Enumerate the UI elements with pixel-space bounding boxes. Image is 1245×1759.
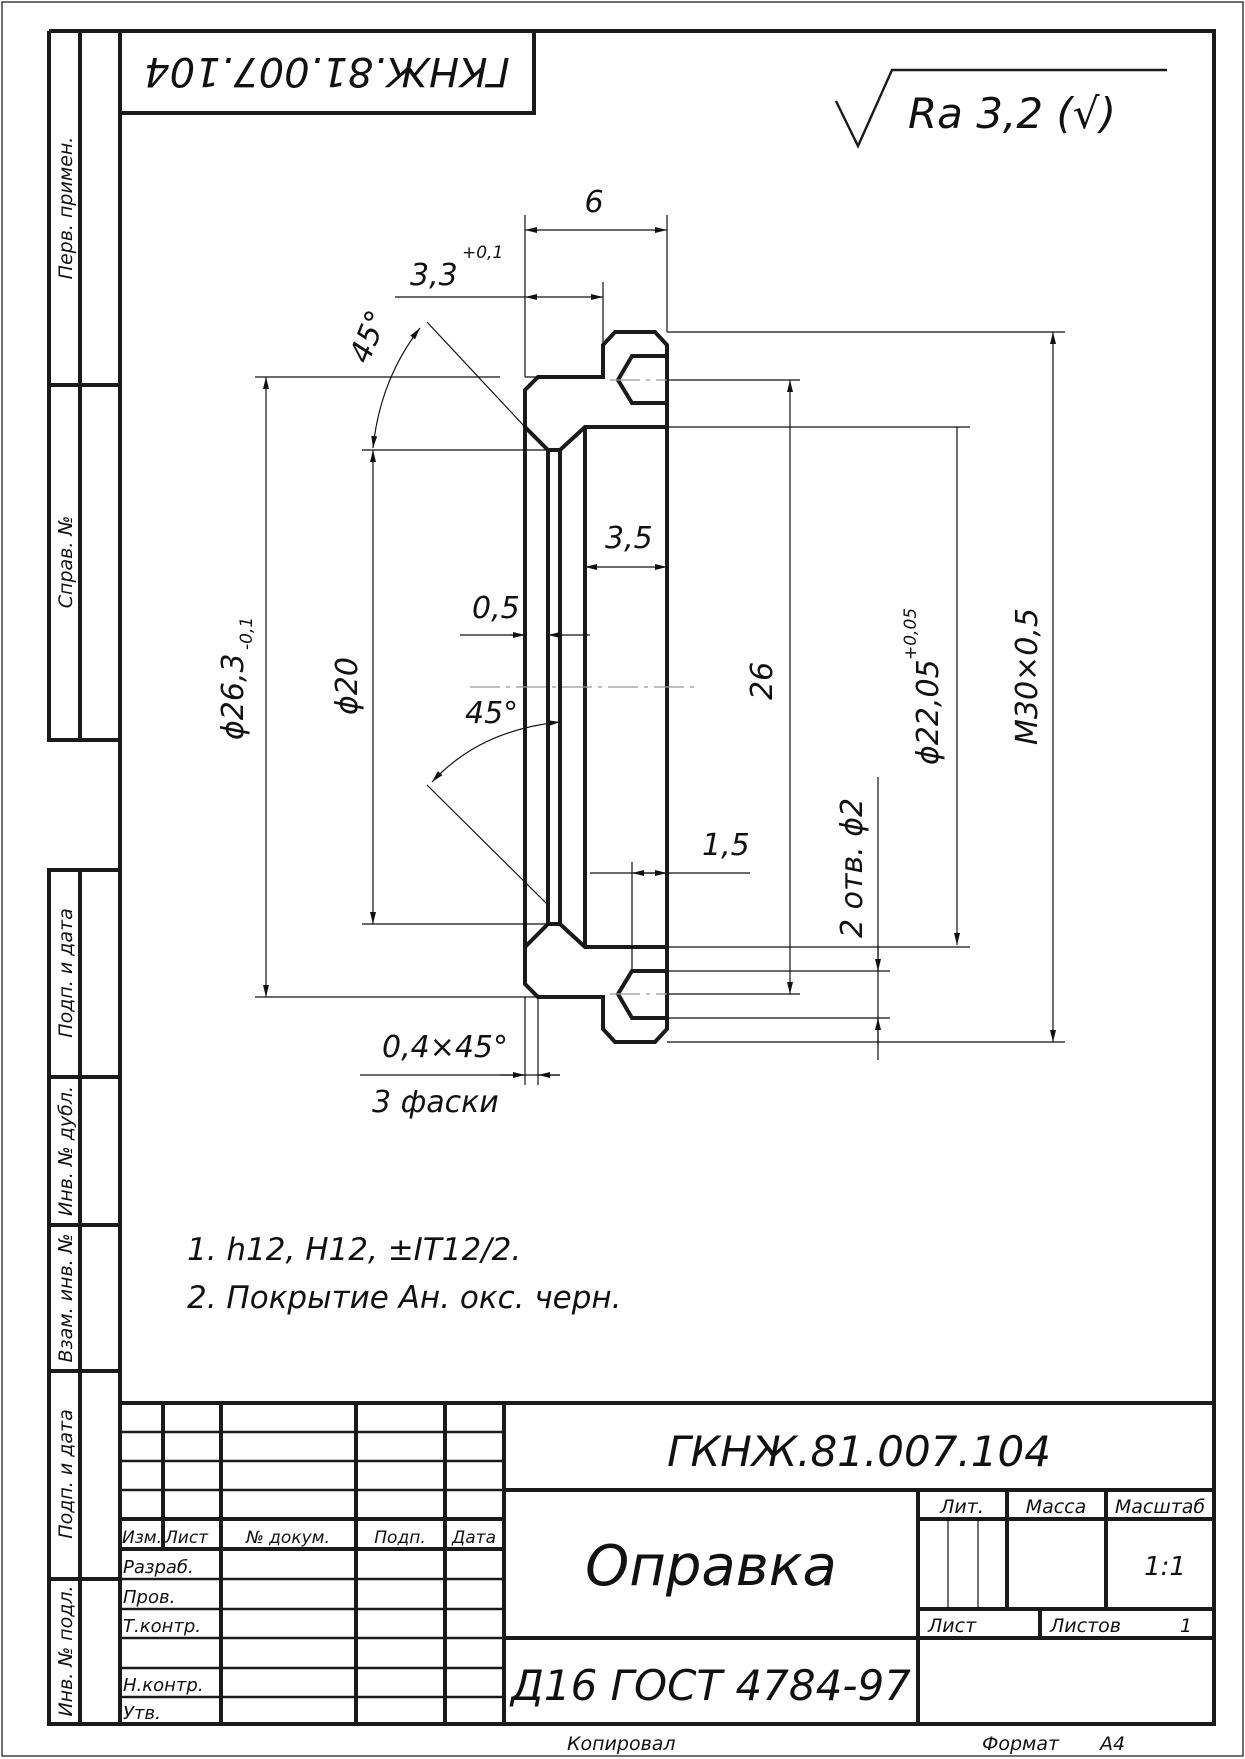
dim-dia-bore: ϕ20 [330, 657, 365, 715]
roughness-symbol: Ra 3,2 (√) [834, 68, 1167, 149]
label-mass: Масса [1026, 1496, 1087, 1518]
role-tech-control: Т.контр. [123, 1616, 201, 1637]
note-2: 2. Покрытие Ан. окс. черн. [187, 1280, 622, 1316]
role-norm-control: Н.контр. [123, 1675, 204, 1696]
dim-hole-offset: 1,5 [702, 828, 750, 863]
mirrored-designation-box [118, 29, 536, 115]
dim-dia-recess: ϕ22,05 [911, 659, 946, 765]
side-label-perv-primen: Перв. примен. [55, 137, 77, 280]
label-lit: Лит. [939, 1496, 984, 1518]
dim-dia-outer-tol: -0,1 [237, 617, 257, 650]
dim-hole-spacing: 26 [745, 662, 780, 700]
dim-flange-width-tol: +0,1 [462, 243, 503, 263]
label-copied: Копировал [567, 1733, 676, 1755]
title-part-name: Оправка [585, 1534, 837, 1599]
role-checker: Пров. [123, 1587, 175, 1608]
label-sheets: Листов [1049, 1615, 1121, 1637]
side-label-vzam-inv: Взам. инв. № [55, 1233, 77, 1362]
scale-value: 1:1 [1144, 1552, 1186, 1582]
dim-dia-outer: ϕ26,3 [216, 653, 251, 740]
title-material: Д16 ГОСТ 4784-97 [509, 1661, 911, 1710]
col-header-list: Лист [164, 1528, 209, 1548]
side-label-podp-data: Подп. и дата [55, 908, 77, 1037]
label-sheet: Лист [927, 1615, 977, 1637]
dim-chamfer-angle-top: 45° [343, 306, 395, 368]
part-section-view [470, 330, 700, 1044]
dim-chamfer-count: 3 фаски [372, 1085, 499, 1120]
side-label-podp-data-2: Подп. и дата [55, 1409, 77, 1538]
side-strip-labels: Перв. примен. Справ. № Подп. и дата Инв.… [55, 137, 77, 1717]
dim-holes: 2 отв. ϕ2 [835, 798, 870, 938]
dim-chamfer: 0,4×45° [382, 1030, 508, 1065]
technical-notes: 1. h12, H12, ±IT12/2. 2. Покрытие Ан. ок… [187, 1232, 622, 1316]
label-scale: Масштаб [1115, 1496, 1206, 1518]
dim-flange-width: 3,3 [410, 258, 458, 293]
dim-width-total: 6 [584, 185, 603, 220]
title-block: ГКНЖ.81.007.104 Оправка Д16 ГОСТ 4784-97… [120, 1401, 1214, 1755]
side-label-inv-dubl: Инв. № дубл. [55, 1086, 77, 1216]
dim-thread: M30×0,5 [1010, 608, 1045, 745]
col-header-izm: Изм. [122, 1528, 162, 1548]
format-value: A4 [1098, 1733, 1125, 1755]
label-format: Формат [982, 1733, 1060, 1755]
drawing-frame [47, 29, 1216, 1726]
col-header-date: Дата [451, 1528, 496, 1548]
dim-groove-width: 0,5 [472, 591, 520, 626]
section-bottom-hatched [523, 922, 669, 1044]
side-label-sprav-no: Справ. № [55, 516, 77, 608]
roughness-value: Ra 3,2 (√) [908, 89, 1116, 138]
side-label-inv-podl: Инв. № подл. [55, 1585, 77, 1716]
dimension-lines [255, 215, 1065, 1085]
dimension-texts: 6 3,3 +0,1 45° ϕ26,3 -0,1 ϕ20 0,5 45° 3,… [216, 185, 1045, 1120]
col-header-doc-no: № докум. [245, 1528, 330, 1548]
dim-chamfer-angle-bottom: 45° [465, 696, 518, 731]
title-designation: ГКНЖ.81.007.104 [667, 1427, 1051, 1476]
dim-bore-depth: 3,5 [605, 521, 653, 556]
col-header-sign: Подп. [374, 1528, 425, 1548]
sheets-value: 1 [1180, 1615, 1192, 1637]
role-developer: Разраб. [123, 1557, 194, 1578]
section-top-hatched [523, 330, 669, 452]
note-1: 1. h12, H12, ±IT12/2. [187, 1232, 521, 1268]
role-approved: Утв. [123, 1703, 161, 1724]
dim-dia-recess-tol: +0,05 [901, 608, 921, 660]
mirrored-designation: ГКНЖ.81.007.104 [144, 48, 510, 94]
